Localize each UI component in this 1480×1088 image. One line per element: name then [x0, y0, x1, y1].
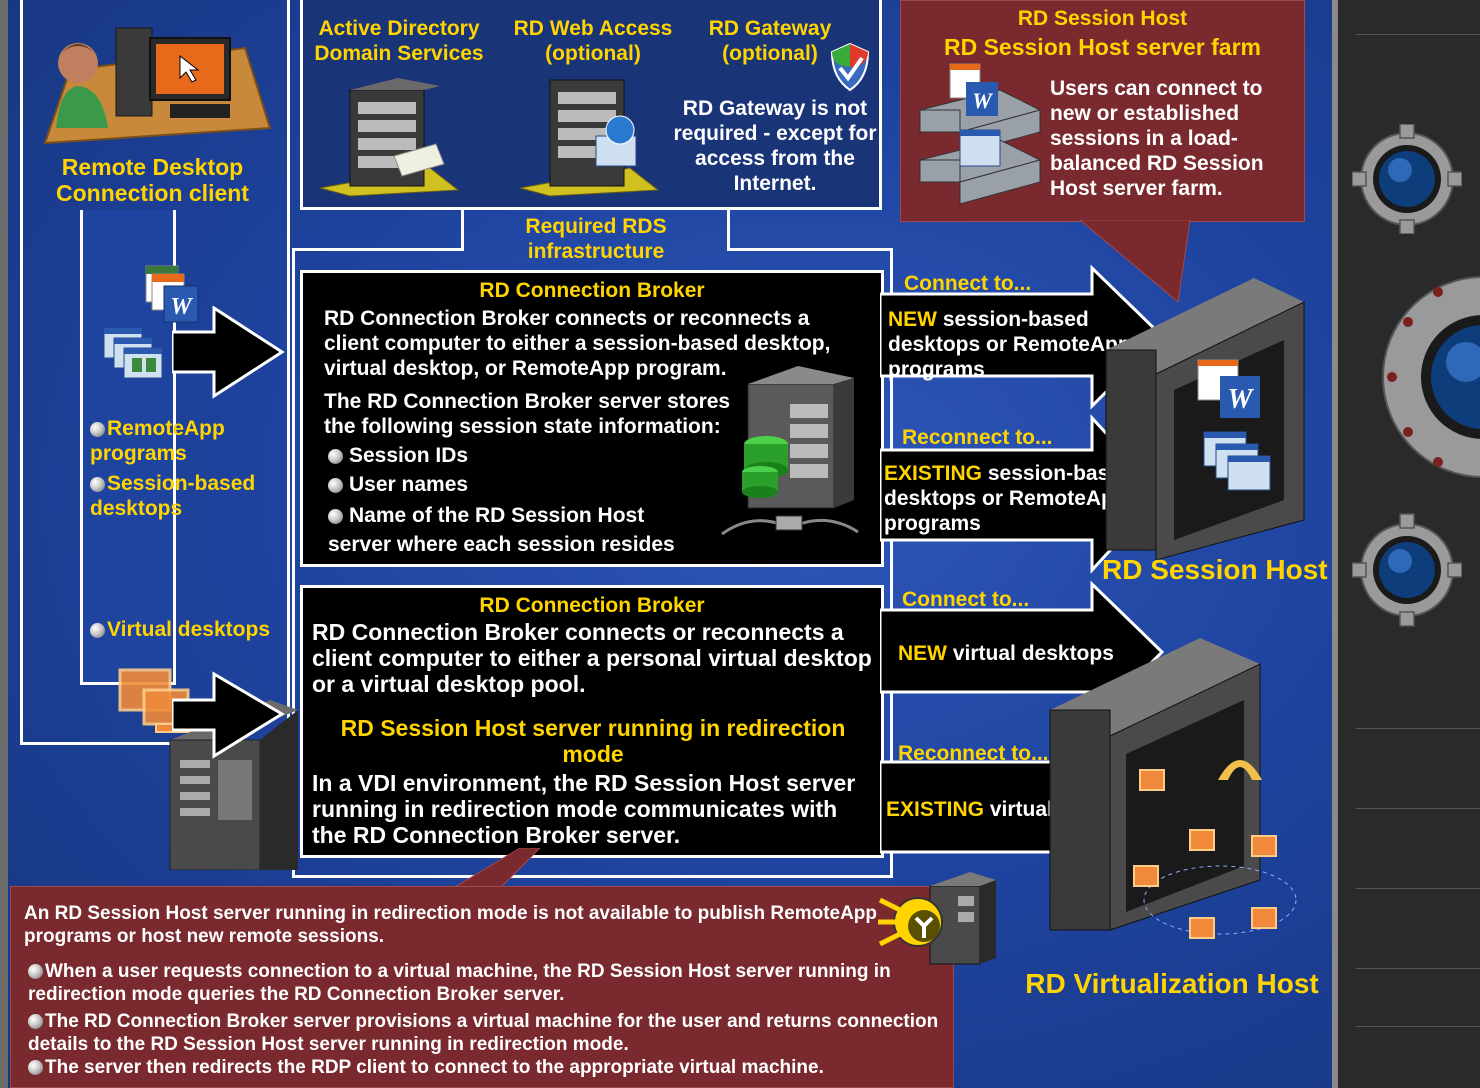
broker2-redirect-text: In a VDI environment, the RD Session Hos…: [312, 770, 856, 848]
redirection-mode-server-icon: [878, 872, 996, 965]
session-farm-title: RD Session Host: [1017, 7, 1188, 30]
client-item: Session-based desktops: [90, 471, 280, 521]
svg-text:W: W: [972, 88, 993, 113]
svg-text:W: W: [170, 294, 193, 320]
bullet-icon: [90, 477, 105, 492]
gateway-note: RD Gateway is not required - except for …: [673, 97, 877, 195]
broker1-item-label: User names: [349, 473, 469, 496]
reconnect-label: Reconnect to...: [902, 426, 1053, 449]
redirection-note-intro: An RD Session Host server running in red…: [24, 903, 878, 947]
client-item-label: RemoteApp programs: [90, 417, 225, 465]
new-virtual-text: NEW virtual desktops: [898, 641, 1148, 666]
client-computer-icon: [43, 27, 272, 145]
server-farm-icon: W: [918, 63, 1042, 205]
webaccess-label: RD Web Access (optional): [513, 17, 673, 65]
bullet-icon: [90, 623, 105, 638]
client-item-label: Session-based desktops: [90, 472, 256, 520]
broker2-text: RD Connection Broker connects or reconne…: [312, 619, 872, 697]
sidebar-divider: [1356, 34, 1480, 35]
broker-panel-virtual: [300, 585, 884, 858]
sidebar-divider: [1356, 1026, 1480, 1027]
word-document-icon: W: [145, 265, 199, 323]
broker1-title: RD Connection Broker: [479, 279, 705, 302]
bullet-icon: [28, 1014, 43, 1029]
session-farm-subtitle: RD Session Host server farm: [943, 34, 1261, 60]
broker1-stores-text: The RD Connection Broker server stores t…: [324, 390, 731, 438]
connector-line: [727, 248, 893, 251]
client-to-broker2-arrow: [172, 671, 285, 759]
connection-broker-server-icon: [721, 366, 859, 536]
session-host-label: RD Session Host: [1102, 554, 1328, 585]
broker2-title: RD Connection Broker: [479, 594, 705, 617]
sidebar-divider: [1356, 808, 1480, 809]
connector-line: [292, 875, 893, 878]
gear-icon: [1352, 124, 1462, 234]
gear-icon: [1368, 262, 1480, 492]
connector-line: [292, 248, 464, 251]
gear-icon: [1352, 508, 1462, 638]
bullet-icon: [28, 1060, 43, 1075]
existing-session-description: session-based desktops or RemoteApp prog…: [884, 462, 1134, 535]
connect-label: Connect to...: [904, 272, 1032, 295]
client-to-broker-arrow: [172, 306, 285, 399]
shield-icon: [830, 42, 870, 92]
client-item: RemoteApp programs: [90, 416, 260, 466]
client-item-label: Virtual desktops: [107, 618, 270, 641]
sidebar-divider: [1356, 888, 1480, 889]
reconnect-virtual-label: Reconnect to...: [898, 742, 1049, 765]
new-keyword: NEW: [888, 308, 937, 331]
svg-text:W: W: [1228, 384, 1255, 415]
client-frame: [20, 0, 290, 745]
new-session-description: session-based desktops or RemoteApp prog…: [888, 308, 1131, 381]
redirection-note-item: The RD Connection Broker server provisio…: [28, 1010, 948, 1056]
existing-session-text: EXISTING session-based desktops or Remot…: [884, 461, 1154, 536]
connect-virtual-label: Connect to...: [902, 588, 1030, 611]
connector-line: [461, 208, 464, 251]
client-label: Remote Desktop Connection client: [56, 154, 249, 206]
bullet-icon: [328, 509, 343, 524]
session-host-server-icon: W: [1105, 278, 1305, 560]
broker1-list-item: Name of the RD Session Host server where…: [328, 501, 713, 559]
bullet-icon: [328, 478, 343, 493]
new-session-text: NEW session-based desktops or RemoteApp …: [888, 307, 1158, 382]
bullet-icon: [328, 449, 343, 464]
gateway-label: RD Gateway (optional): [708, 17, 832, 65]
bullet-icon: [90, 422, 105, 437]
existing-keyword: EXISTING: [886, 798, 985, 821]
session-farm-text: Users can connect to new or established …: [1050, 77, 1264, 200]
broker1-item-label: Session IDs: [349, 444, 469, 467]
broker1-text: RD Connection Broker connects or reconne…: [324, 307, 831, 380]
ad-server-icon: [320, 78, 460, 197]
redirection-note-item: When a user requests connection to a vir…: [28, 960, 928, 1006]
broker2-redirect-title: RD Session Host server running in redire…: [340, 715, 846, 767]
sidebar-divider: [1356, 968, 1480, 969]
virtualization-host-server-icon: [1049, 638, 1297, 939]
redirection-note-item-label: The server then redirects the RDP client…: [45, 1057, 824, 1078]
new-keyword: NEW: [898, 642, 947, 665]
client-item: Virtual desktops: [90, 617, 290, 642]
webaccess-server-icon: [520, 79, 660, 197]
connector-line: [890, 248, 893, 878]
bullet-icon: [28, 964, 43, 979]
sidebar-divider: [1356, 728, 1480, 729]
ad-label: Active Directory Domain Services: [314, 17, 484, 65]
callout-pointer: [1080, 220, 1191, 303]
broker1-item-label: Name of the RD Session Host server where…: [328, 504, 675, 556]
broker1-list-item: Session IDs: [328, 443, 708, 468]
connector-line: [727, 208, 730, 251]
redirection-note-item: The server then redirects the RDP client…: [28, 1056, 948, 1079]
broker1-list-item: User names: [328, 472, 708, 497]
redirection-note-item-label: The RD Connection Broker server provisio…: [28, 1011, 939, 1055]
left-edge-bar: [0, 0, 8, 1088]
remoteapp-windows-icon: [103, 327, 163, 379]
connector-line: [292, 248, 295, 878]
required-infrastructure-label: Required RDS infrastructure: [525, 215, 667, 263]
virtualization-host-label: RD Virtualization Host: [1025, 968, 1319, 999]
existing-keyword: EXISTING: [884, 462, 983, 485]
new-virtual-description: virtual desktops: [952, 642, 1114, 665]
redirection-note-item-label: When a user requests connection to a vir…: [28, 961, 891, 1005]
